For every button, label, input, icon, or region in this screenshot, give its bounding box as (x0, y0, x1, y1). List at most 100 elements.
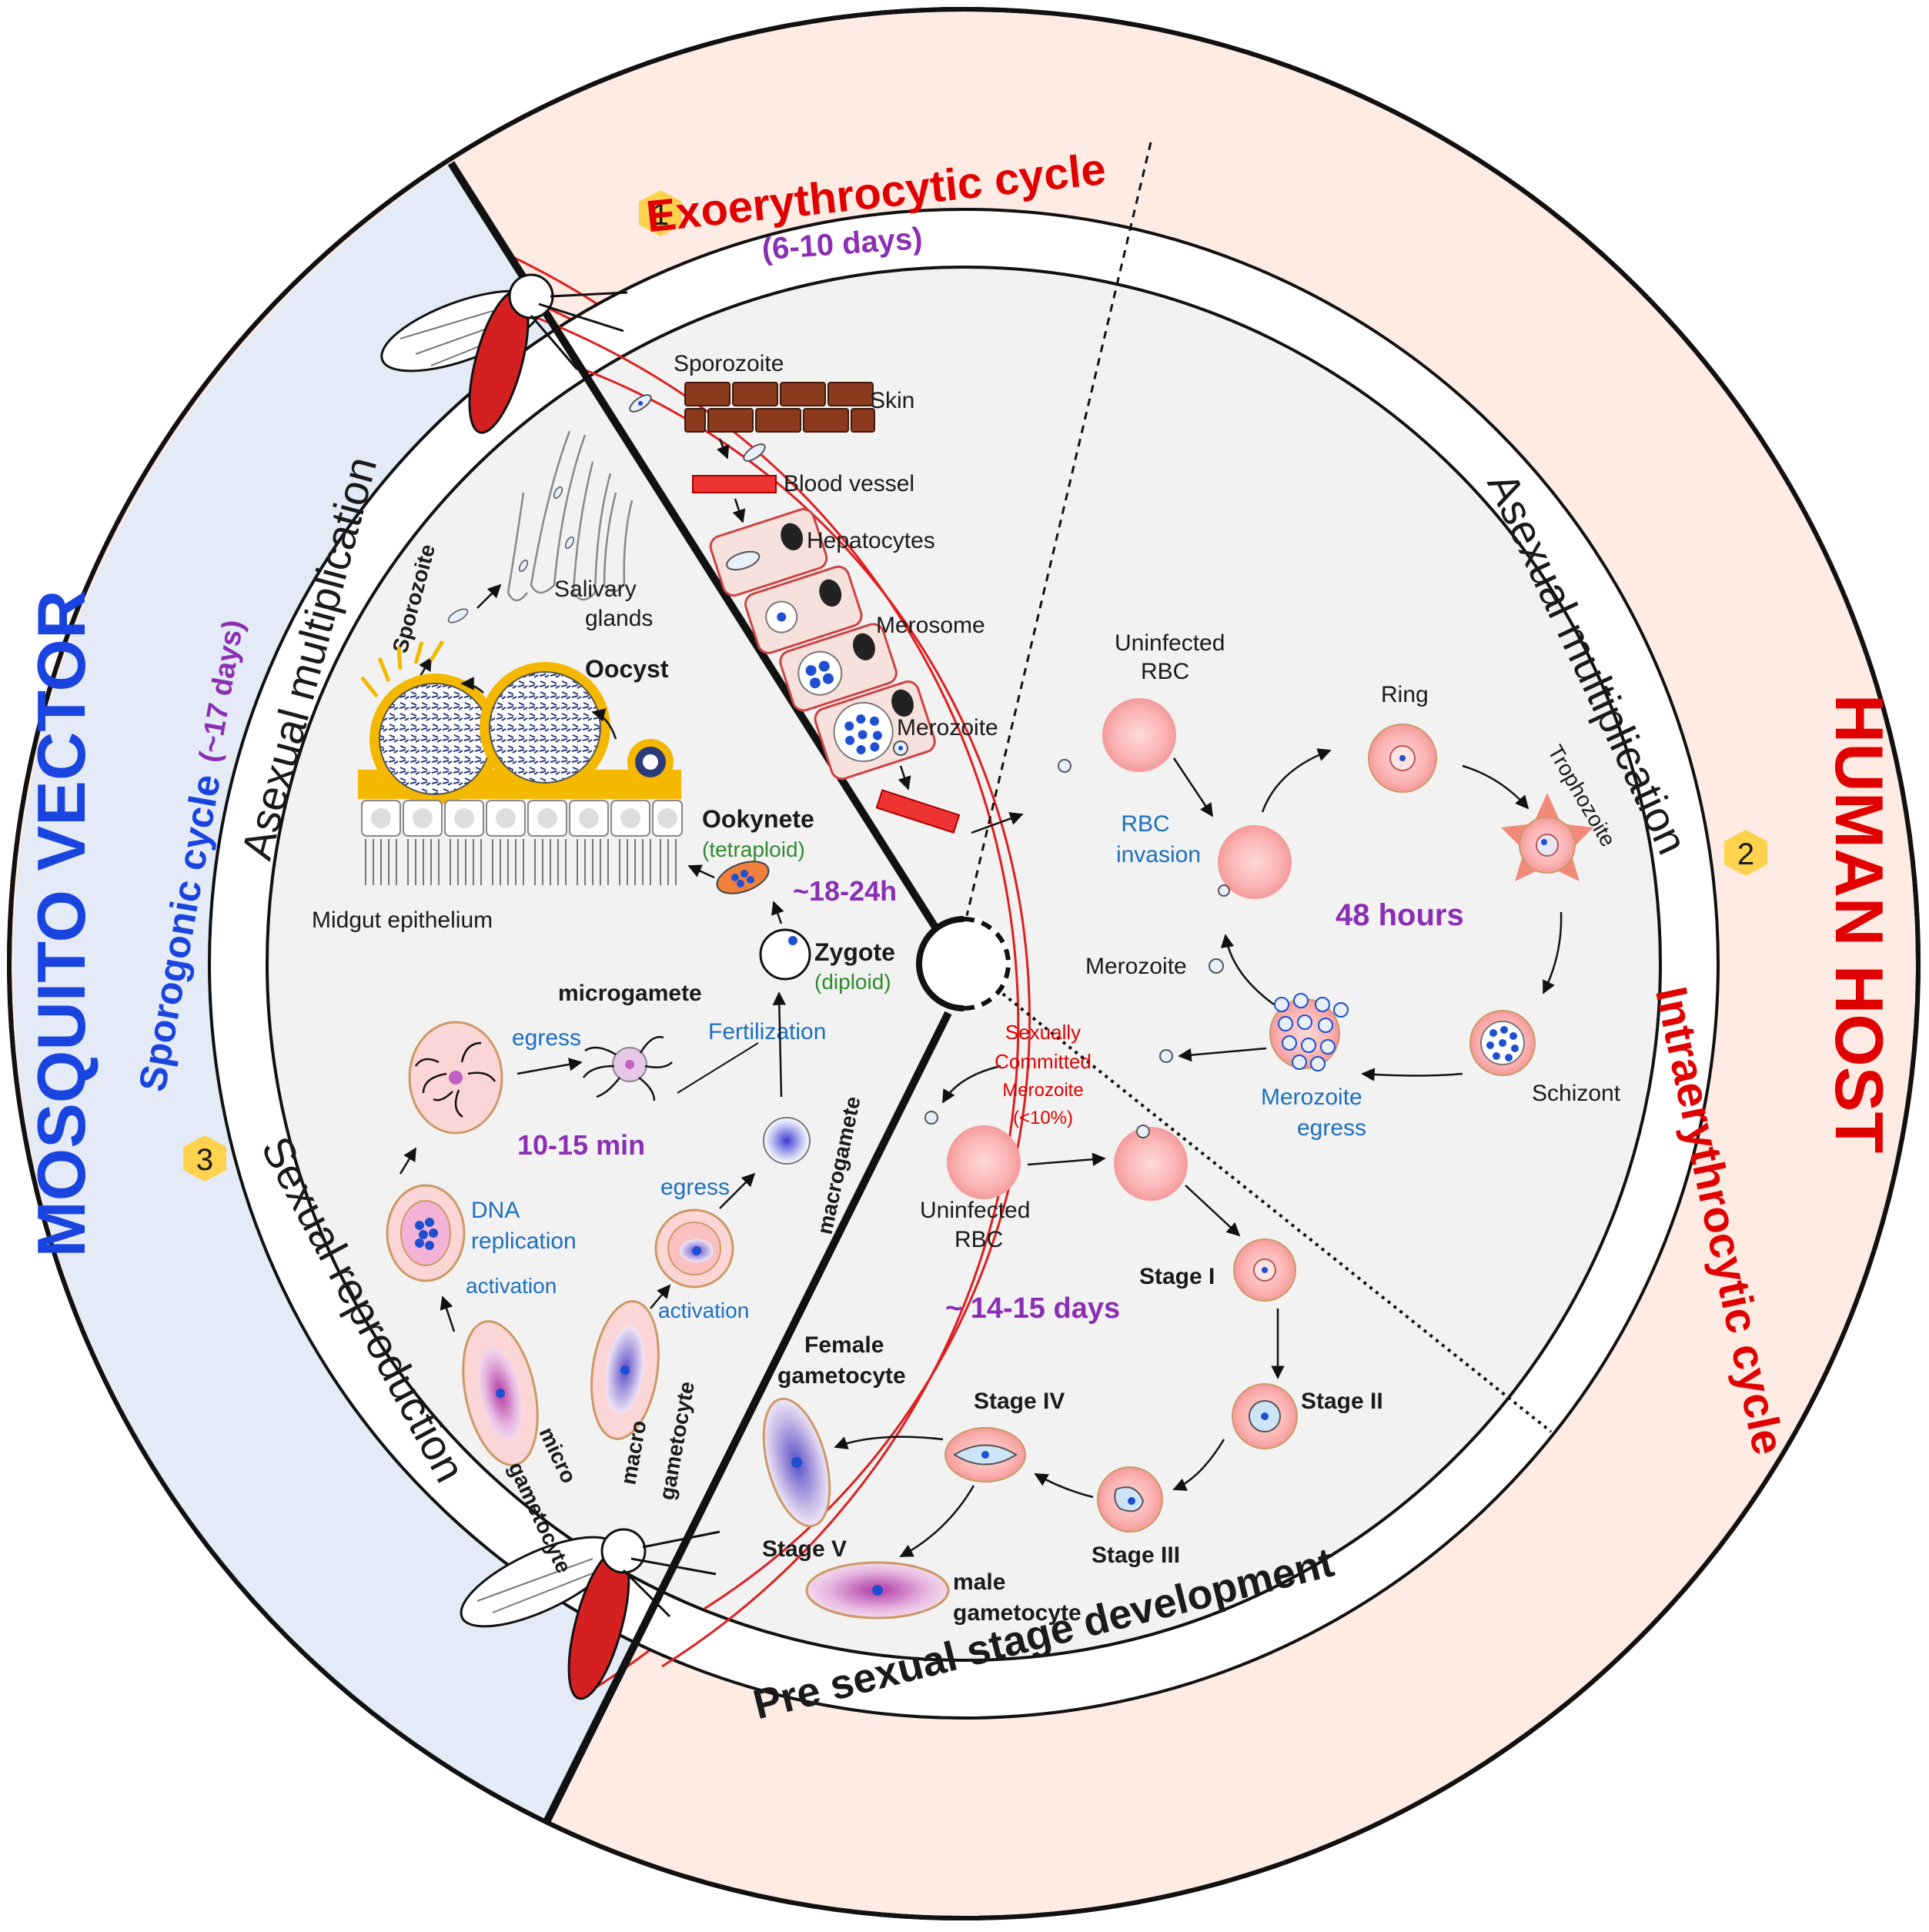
female-gametocyte-cell (762, 1397, 831, 1528)
salivary-sporozoites (447, 486, 575, 623)
rbc-cells (762, 698, 1593, 1619)
oocyst-group-icon (358, 640, 681, 804)
zygote-icon (759, 928, 811, 981)
trophozoite-cell (1501, 793, 1593, 881)
exo-label-merozoite: Merozoite (897, 715, 998, 740)
exo-merozoite-icon (893, 740, 908, 756)
sporo-label-salivary-a: Salivary (554, 577, 637, 602)
exo-label-blood-vessel: Blood vessel (784, 471, 914, 496)
microgamete-cell-icon (408, 1021, 503, 1135)
intra-label-14-days: ~ 14-15 days (945, 1292, 1120, 1325)
intra-label-egress-a: Merozoite (1261, 1085, 1362, 1110)
stage-4-cell (944, 1427, 1026, 1482)
sporo-label-activation-2: activation (658, 1299, 749, 1322)
mosquito-vector-title: MOSQUITO VECTOR (23, 590, 99, 1257)
entering-merozoite-icon (1058, 759, 1071, 773)
intra-label-female-a: Female (804, 1332, 884, 1358)
exo-label-hepatocytes: Hepatocytes (807, 528, 935, 553)
merozoite-egress-cell (1269, 993, 1349, 1071)
intra-label-stage-1: Stage I (1139, 1264, 1215, 1289)
exo-label-sporozoite: Sporozoite (674, 351, 784, 376)
svg-text:2: 2 (1737, 837, 1754, 871)
macro-gametocyte-icon (590, 1300, 660, 1440)
sporo-label-oocyst: Oocyst (585, 655, 669, 683)
exo-blood-vessel-2-icon (875, 789, 961, 834)
intra-label-ring: Ring (1381, 682, 1429, 707)
sporo-label-tetraploid: (tetraploid) (702, 837, 805, 861)
intra-label-stage-5: Stage V (762, 1536, 847, 1562)
intra-label-committed-d: (<10%) (1013, 1108, 1073, 1128)
sporo-label-diploid: (diploid) (814, 970, 891, 994)
mosquito-bottom-icon (460, 1528, 720, 1700)
intra-label-male-a: male (953, 1569, 1005, 1595)
stage-3-cell (1097, 1466, 1163, 1533)
micro-gametocyte-icon (462, 1320, 539, 1466)
exo-sporozoite-icon (629, 394, 652, 413)
sporo-label-zygote: Zygote (814, 938, 895, 966)
sporo-label-dna-b: replication (471, 1228, 577, 1254)
intra-label-committed-c: Merozoite (1002, 1080, 1083, 1101)
intra-label-rbc-invasion-b: invasion (1116, 842, 1201, 867)
sporo-label-midgut: Midgut epithelium (312, 908, 493, 933)
intra-label-48-hours: 48 hours (1336, 898, 1464, 932)
badge-1: 1 (639, 190, 682, 236)
dotted-divider (995, 988, 1553, 1433)
sporo-label-salivary-b: glands (585, 606, 653, 631)
divider-bottom (543, 1011, 952, 1824)
sporo-label-18-24h: ~18-24h (793, 875, 897, 907)
intra-label-merozoite: Merozoite (1085, 954, 1187, 979)
sporo-label-dna-a: DNA (471, 1198, 520, 1223)
rbc-invasion-cell (1218, 825, 1292, 899)
rbc-uninfected-1 (1102, 698, 1176, 772)
dashed-divider (961, 142, 1152, 936)
intra-label-stage-2: Stage II (1301, 1389, 1383, 1414)
macrogamete-cell-icon (654, 1208, 734, 1289)
male-gametocyte-cell (805, 1561, 950, 1619)
ookinete-icon (716, 861, 770, 894)
intra-label-rbc-invasion-a: RBC (1121, 811, 1169, 837)
intra-label-stage-3: Stage III (1092, 1543, 1180, 1568)
midgut-epithelium-icon (361, 800, 683, 885)
intra-label-uninfected-2a: Uninfected (920, 1198, 1030, 1223)
sporo-label-activation-1: activation (466, 1274, 557, 1298)
sporo-label-10-15-min: 10-15 min (517, 1129, 645, 1161)
sporo-label-egress-2: egress (660, 1175, 730, 1200)
sporo-label-ookinete: Ookynete (702, 805, 814, 833)
exo-label-skin: Skin (870, 388, 914, 413)
human-host-title: HUMAN HOST (1821, 694, 1897, 1153)
intra-label-uninfected-1b: RBC (1141, 659, 1189, 684)
sporo-label-microgamete: microgamete (558, 981, 702, 1006)
intra-label-schizont: Schizont (1532, 1081, 1621, 1106)
badge-2: 2 (1724, 830, 1767, 876)
sporo-label-fertilization: Fertilization (708, 1019, 826, 1045)
microgamete-icon (582, 1035, 673, 1101)
svg-text:3: 3 (196, 1143, 213, 1177)
intra-label-stage-4: Stage IV (974, 1389, 1065, 1414)
svg-text:1: 1 (652, 198, 669, 232)
intra-label-egress-b: egress (1297, 1115, 1366, 1141)
schizont-cell (1469, 1010, 1536, 1076)
skin-icon (684, 382, 875, 433)
intra-label-female-b: gametocyte (777, 1363, 906, 1389)
intra-label-uninfected-1a: Uninfected (1115, 630, 1225, 656)
badge-3: 3 (183, 1135, 226, 1182)
mosquito-top-icon (380, 273, 628, 434)
salivary-glands-icon (506, 430, 634, 602)
intra-label-committed-a: Sexually (1005, 1021, 1081, 1044)
stage-2-cell (1232, 1383, 1298, 1449)
macrogamete-icon (763, 1117, 811, 1165)
intra-label-committed-b: Committed (995, 1050, 1092, 1073)
exo-label-merosome: Merosome (876, 613, 985, 638)
intra-label-male-b: gametocyte (953, 1600, 1082, 1626)
blood-vessel-icon (692, 475, 777, 493)
sporo-label-egress-1: egress (512, 1025, 581, 1051)
rbc-uninfected-2 (947, 1125, 1021, 1199)
dna-replication-cell-icon (386, 1184, 466, 1282)
intra-merozoite-icon (1209, 958, 1224, 974)
rbc-committed-cell (1114, 1127, 1188, 1201)
free-merozoite-icon (1159, 1049, 1173, 1063)
intra-label-uninfected-2b: RBC (954, 1227, 1003, 1252)
intra-arrows (834, 748, 1563, 1558)
